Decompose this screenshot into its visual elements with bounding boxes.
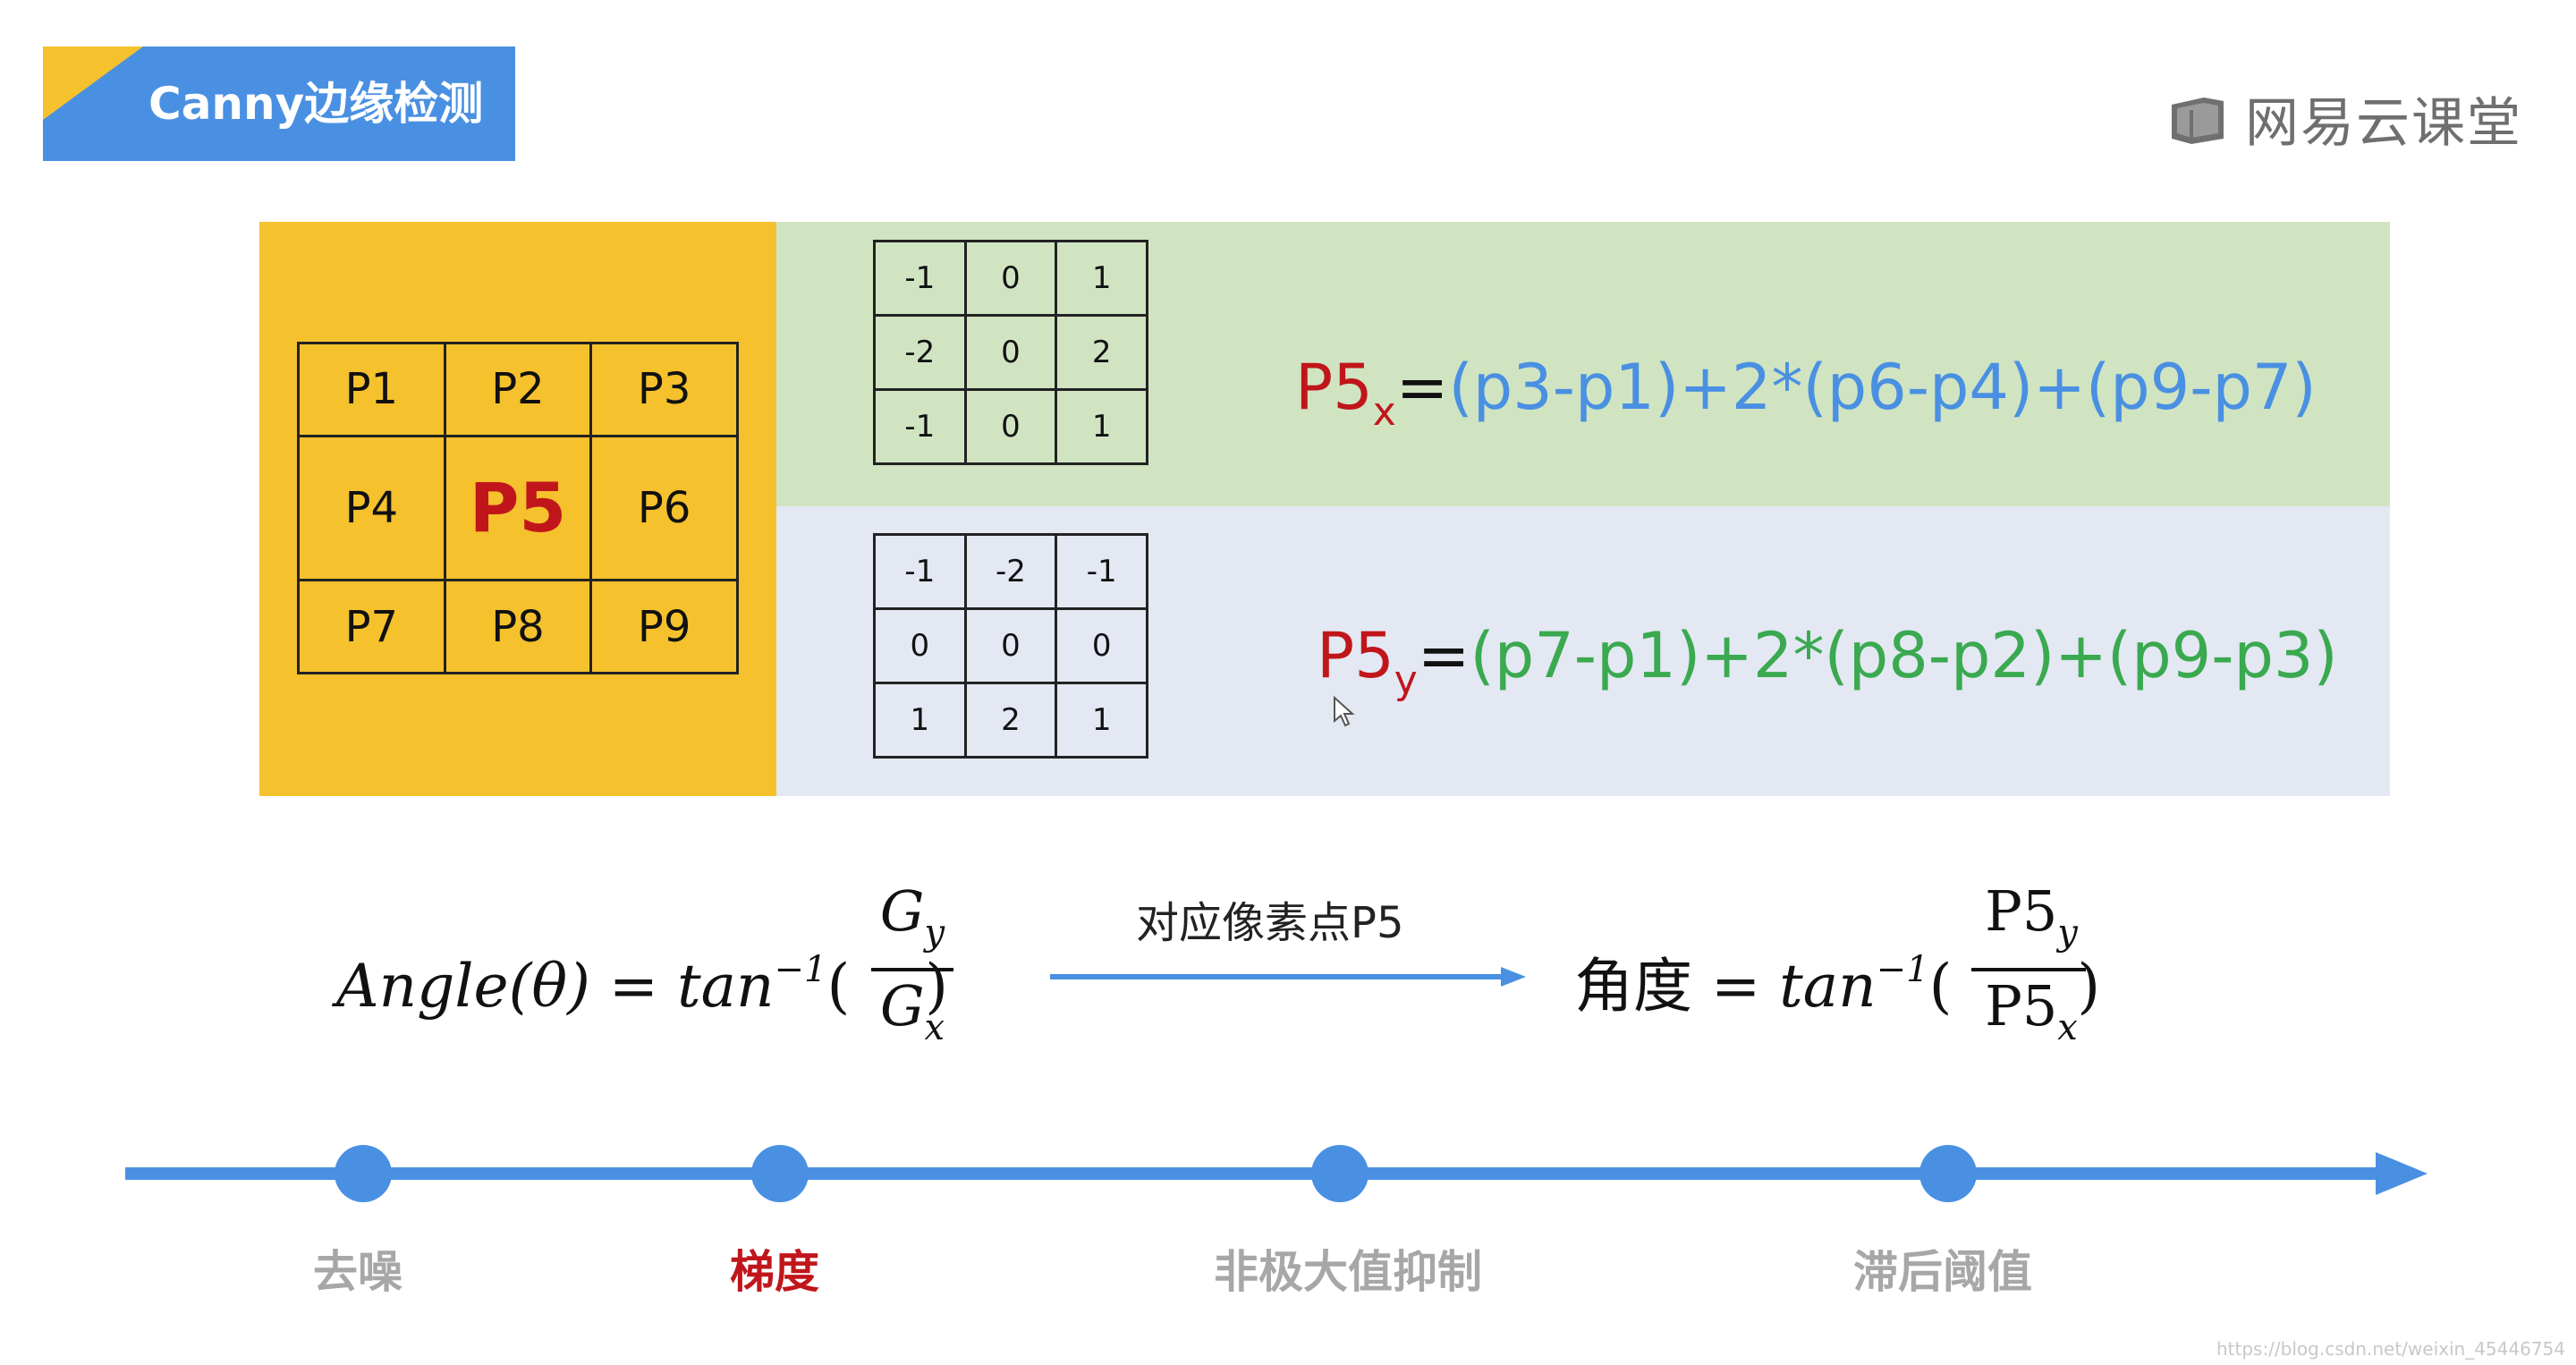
brand-name: 网易云课堂 xyxy=(2245,91,2522,155)
kernel-cell: 0 xyxy=(963,314,1058,391)
table-row: -1 0 1 xyxy=(873,388,1148,465)
formula-gy: P5y=(p7-p1)+2*(p8-p2)+(p9-p3) xyxy=(1317,615,2338,721)
stage-denoise: 去噪 xyxy=(313,1246,402,1298)
timeline-arrowhead-icon xyxy=(2376,1152,2428,1195)
kernel-cell: -1 xyxy=(873,240,967,317)
formula-gy-rhs: (p7-p1)+2*(p8-p2)+(p9-p3) xyxy=(1470,619,2338,692)
pixel-cell: P7 xyxy=(297,579,446,674)
stage-nms: 非极大值抑制 xyxy=(1214,1246,1482,1298)
angle-fraction-denominator: Gx xyxy=(879,973,945,1048)
table-row: -1 -2 -1 xyxy=(873,533,1148,610)
brand-logo: 网易云课堂 xyxy=(2168,82,2522,155)
formula-gy-lhs: P5y xyxy=(1317,619,1418,703)
pixel-cell: P3 xyxy=(589,342,739,437)
formula-gx-rhs: (p3-p1)+2*(p6-p4)+(p9-p7) xyxy=(1448,351,2317,424)
angle-formula-lhs: Angle(θ) = tan xyxy=(336,952,775,1021)
pixel-cell: P4 xyxy=(297,434,446,582)
formula-gx: P5x=(p3-p1)+2*(p6-p4)+(p9-p7) xyxy=(1295,347,2317,453)
table-row: -2 0 2 xyxy=(873,314,1148,391)
kernel-cell: -2 xyxy=(873,314,967,391)
sobel-y-kernel: -1 -2 -1 0 0 0 1 2 1 xyxy=(873,533,1148,759)
angle-formula-p5-lhs: 角度 xyxy=(1574,952,1692,1021)
kernel-cell: -1 xyxy=(873,533,967,610)
kernel-cell: 2 xyxy=(1055,314,1148,391)
fraction-bar xyxy=(1971,968,2086,971)
table-row: P4 P5 P6 xyxy=(297,434,739,582)
p5-fraction-denominator: P5x xyxy=(1985,973,2078,1048)
kernel-cell: 0 xyxy=(1055,607,1148,684)
title-banner: Canny边缘检测 xyxy=(43,47,515,161)
p5-fraction-numerator: P5y xyxy=(1985,878,2078,954)
stage-hysteresis: 滞后阈值 xyxy=(1853,1246,2032,1298)
slide-title: Canny边缘检测 xyxy=(148,78,484,130)
table-row: 1 2 1 xyxy=(873,682,1148,759)
formula-gx-lhs: P5x xyxy=(1295,351,1396,435)
kernel-cell: 0 xyxy=(963,388,1058,465)
kernel-cell: -1 xyxy=(873,388,967,465)
pixel-cell: P9 xyxy=(589,579,739,674)
timeline-node xyxy=(1311,1145,1368,1202)
title-corner-accent xyxy=(43,47,143,120)
pixel-cell: P2 xyxy=(443,342,593,437)
kernel-cell: 1 xyxy=(873,682,967,759)
kernel-cell: -1 xyxy=(1055,533,1148,610)
kernel-cell: 1 xyxy=(1055,388,1148,465)
angle-formula: Angle(θ) = tan−1() xyxy=(336,949,948,1021)
kernel-cell: 1 xyxy=(1055,682,1148,759)
kernel-cell: 0 xyxy=(963,607,1058,684)
angle-fraction-numerator: Gy xyxy=(879,878,945,954)
angle-formula-p5-sup: −1 xyxy=(1876,949,1929,990)
right-arrow-icon xyxy=(1050,967,1526,987)
kernel-cell: 0 xyxy=(873,607,967,684)
angle-formula-p5: 角度 = tan−1() xyxy=(1574,949,2101,1021)
table-row: 0 0 0 xyxy=(873,607,1148,684)
kernel-cell: -2 xyxy=(963,533,1058,610)
sobel-x-kernel: -1 0 1 -2 0 2 -1 0 1 xyxy=(873,240,1148,465)
table-row: P1 P2 P3 xyxy=(297,342,739,437)
table-row: P7 P8 P9 xyxy=(297,579,739,674)
kernel-cell: 1 xyxy=(1055,240,1148,317)
fraction-bar xyxy=(871,968,953,971)
timeline-node xyxy=(751,1145,809,1202)
book-icon xyxy=(2172,98,2224,144)
angle-formula-sup: −1 xyxy=(774,949,827,990)
stage-gradient: 梯度 xyxy=(730,1246,819,1298)
table-row: -1 0 1 xyxy=(873,240,1148,317)
pixel-grid: P1 P2 P3 P4 P5 P6 P7 P8 P9 xyxy=(297,342,739,674)
pixel-cell: P1 xyxy=(297,342,446,437)
pixel-cell: P6 xyxy=(589,434,739,582)
formula-equals: = xyxy=(1417,619,1470,692)
angle-formula-p5-eq: = tan xyxy=(1692,952,1877,1021)
mouse-cursor-icon xyxy=(1334,696,1355,727)
pixel-cell-center: P5 xyxy=(443,434,593,582)
watermark: https://blog.csdn.net/weixin_45446754 xyxy=(2216,1338,2565,1360)
pixel-cell: P8 xyxy=(443,579,593,674)
pipeline-timeline xyxy=(125,1145,2428,1202)
timeline-node xyxy=(335,1145,392,1202)
arrow-label: 对应像素点P5 xyxy=(1136,898,1404,948)
kernel-cell: 0 xyxy=(963,240,1058,317)
formula-equals: = xyxy=(1395,351,1449,424)
kernel-cell: 2 xyxy=(963,682,1058,759)
timeline-node xyxy=(1919,1145,1977,1202)
